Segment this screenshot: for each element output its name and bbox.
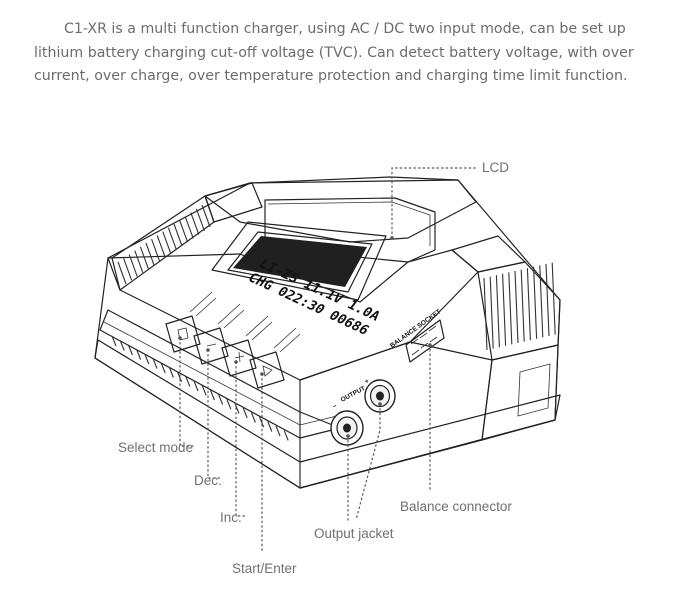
vent-slot xyxy=(185,216,193,238)
callout-dec: Dec. xyxy=(194,473,222,488)
vent-slot xyxy=(540,265,543,337)
vent-slot xyxy=(546,264,549,336)
vent-slot xyxy=(490,277,493,349)
callout-output-jacket: Output jacket xyxy=(314,526,394,541)
vent-slot xyxy=(503,274,506,346)
vent-slot xyxy=(168,228,176,250)
callout-inc: Inc. xyxy=(220,510,242,525)
vent-slot xyxy=(135,251,143,273)
vent-slot xyxy=(527,268,530,340)
vent-slot xyxy=(509,272,512,344)
leader-balance-connector xyxy=(428,343,432,490)
callout-balance-connector: Balance connector xyxy=(400,499,512,514)
vent-slot xyxy=(157,235,165,257)
callout-lcd: LCD xyxy=(482,160,509,175)
vent-slot xyxy=(521,270,524,342)
callout-start-enter: Start/Enter xyxy=(232,561,297,576)
vent-slot xyxy=(118,262,126,284)
vent-slot xyxy=(552,263,555,335)
leader-inc xyxy=(234,360,246,516)
output-minus-label: − xyxy=(332,403,339,411)
vent-slot xyxy=(146,243,154,265)
grille-slot xyxy=(284,431,288,441)
vent-slot xyxy=(191,213,199,235)
vent-slot xyxy=(534,267,537,339)
vent-slot xyxy=(174,224,182,246)
vent-slot xyxy=(152,239,160,261)
vent-slot xyxy=(163,232,171,254)
output-jack-positive[interactable] xyxy=(365,380,395,412)
vent-slot xyxy=(196,209,204,231)
output-label: OUTPUT xyxy=(340,385,367,404)
vent-slot xyxy=(124,258,132,280)
callout-select-mode: Select mode xyxy=(118,440,193,455)
vent-slot xyxy=(180,220,188,242)
vent-slot xyxy=(140,247,148,269)
inc-button[interactable] xyxy=(222,340,256,376)
output-jack-negative[interactable] xyxy=(331,411,363,445)
vent-slot xyxy=(496,275,499,347)
vent-slot xyxy=(515,271,518,343)
